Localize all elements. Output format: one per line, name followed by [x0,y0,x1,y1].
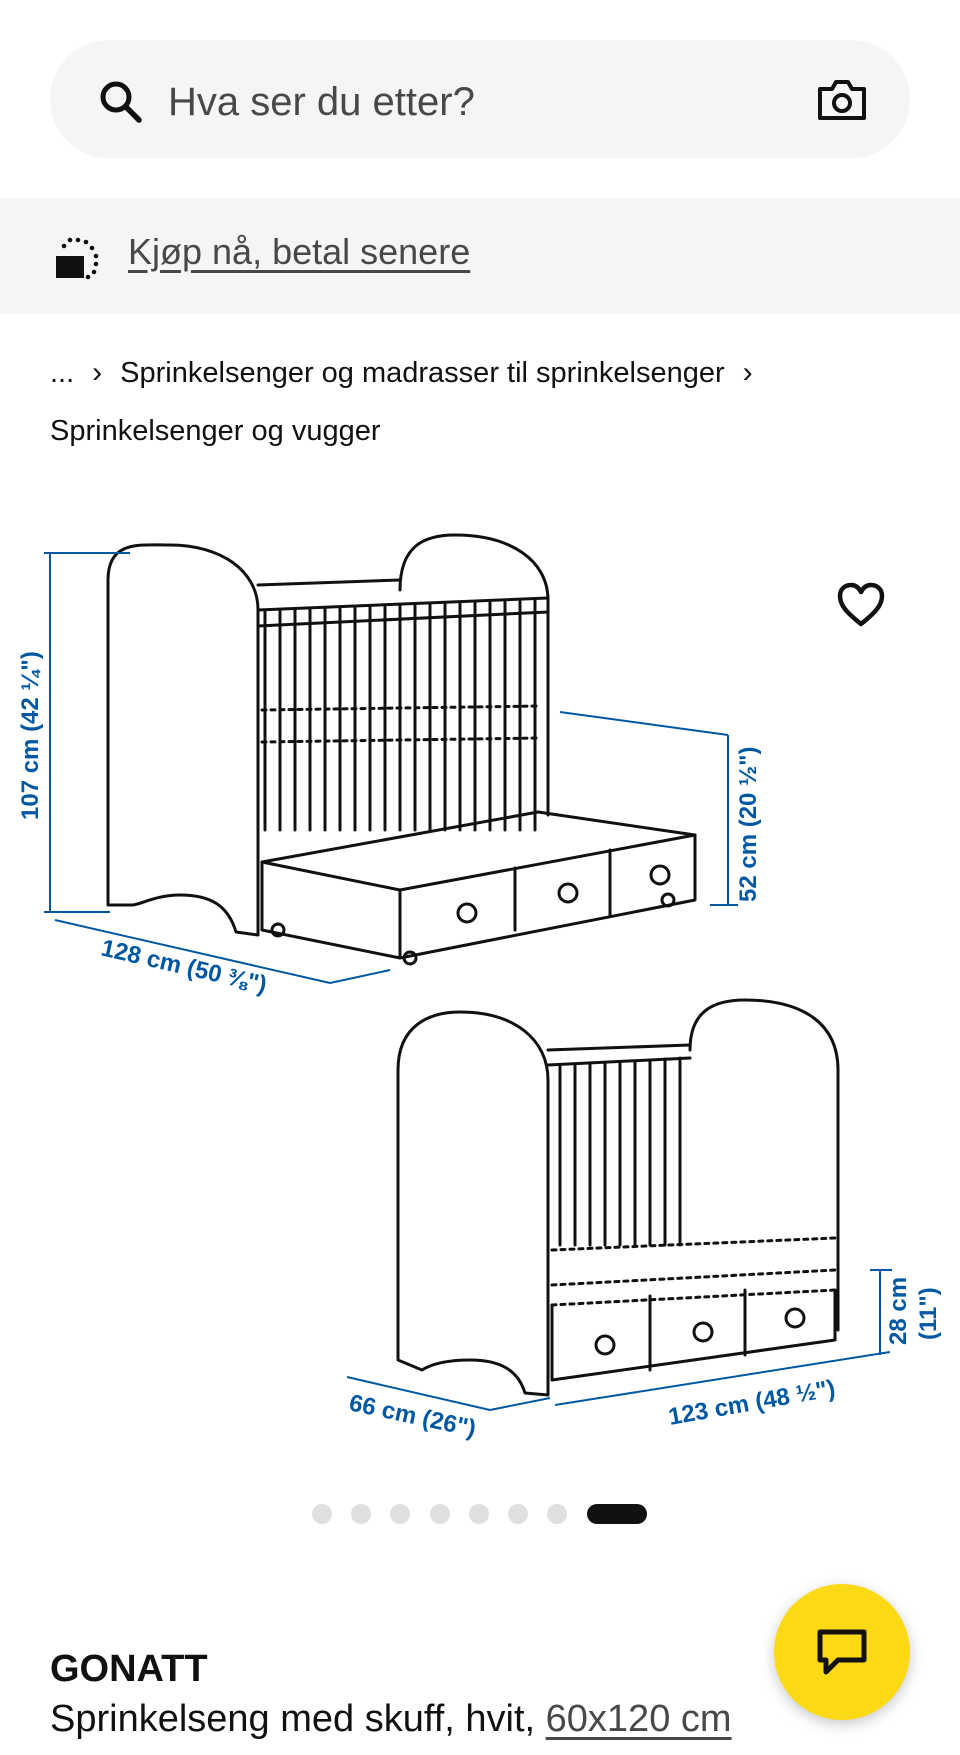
buy-now-pay-later-link[interactable]: Kjøp nå, betal senere [128,231,471,272]
dimension-crib-length: 128 cm (50 ⅜") [99,935,270,999]
installment-payment-icon [56,237,99,280]
breadcrumb-item[interactable]: Sprinkelsenger og madrasser til sprinkel… [120,357,725,389]
product-type: Sprinkelseng med skuff, hvit, [50,1698,536,1740]
carousel-dot[interactable] [430,1504,450,1524]
carousel-dot-active[interactable] [587,1504,647,1524]
dimension-drawer-height: 52 cm (20 ½") [735,747,762,902]
sofa-end-panel [688,998,840,1332]
carousel-dot[interactable] [351,1504,371,1524]
chat-button[interactable] [774,1584,910,1720]
carousel-dot[interactable] [508,1504,528,1524]
search-icon[interactable] [96,77,144,125]
sofa-end-panel [396,1010,550,1397]
camera-icon[interactable] [816,77,868,123]
crib-drawer [260,810,697,892]
chat-bubble-icon [817,1629,867,1675]
carousel-dot[interactable] [547,1504,567,1524]
product-name: GONATT [50,1648,208,1690]
carousel-dot[interactable] [312,1504,332,1524]
dimension-sofa-seat-height: 28 cm [885,1277,912,1345]
breadcrumb-item[interactable]: Sprinkelsenger og vugger [50,415,381,447]
dimension-sofa-depth: 66 cm (26") [347,1389,479,1442]
breadcrumb: ... › Sprinkelsenger og madrasser til spri… [50,344,920,460]
search-input[interactable]: Hva ser du etter? [168,80,475,124]
carousel-dot[interactable] [390,1504,410,1524]
carousel-dot[interactable] [469,1504,489,1524]
product-size-link[interactable]: 60x120 cm [545,1698,732,1740]
promo-banner [0,198,960,314]
dimension-crib-height: 107 cm (42 ¼") [17,651,44,820]
dimension-sofa-seat-height-inches: (11") [915,1287,942,1340]
crib-end-panel [106,543,260,937]
chevron-right-icon: › [92,356,103,389]
chevron-right-icon: › [742,356,753,389]
breadcrumb-ellipsis[interactable]: ... [50,357,75,389]
crib-end-panel [398,533,550,817]
product-description: Sprinkelseng med skuff, hvit, 60x120 cm [50,1694,732,1744]
heart-icon[interactable] [836,582,886,628]
image-carousel-indicator [0,1502,960,1526]
search-bar[interactable] [50,40,910,158]
product-image[interactable]: 107 cm (42 ¼") 128 cm (50 ⅜") 52 cm (20 … [0,510,960,1450]
